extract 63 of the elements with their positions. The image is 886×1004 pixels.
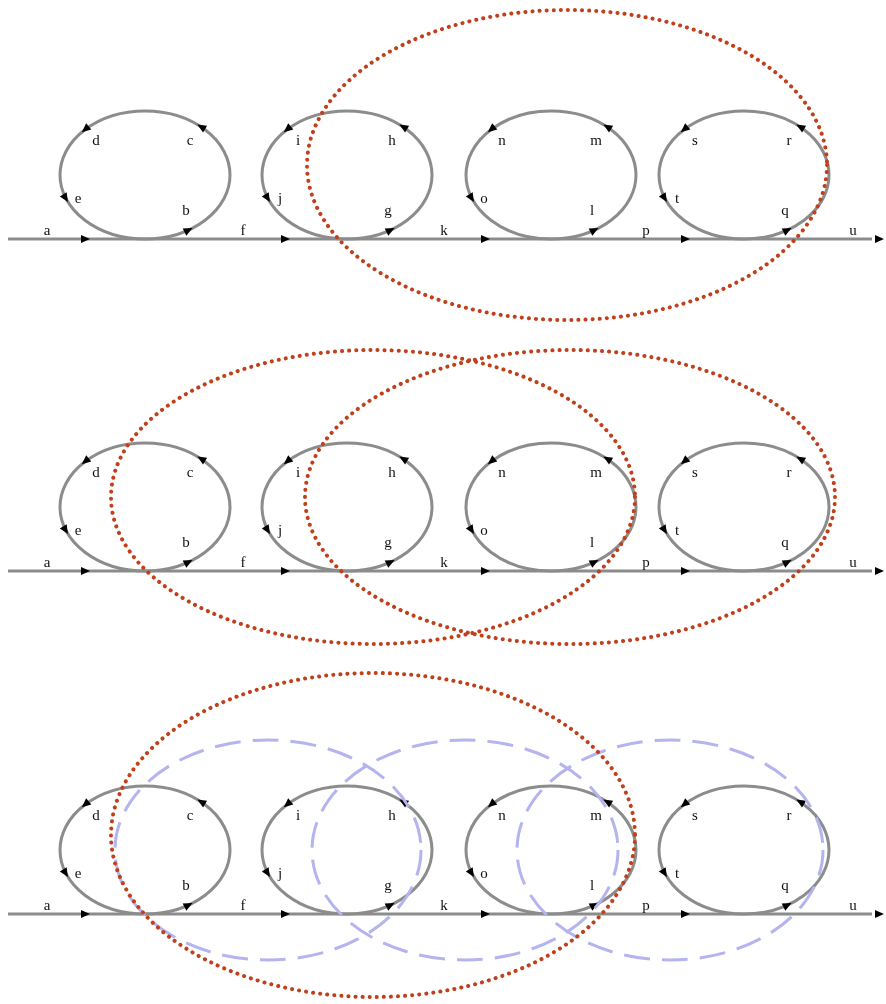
path-label: u [849, 554, 857, 570]
path-label: d [92, 464, 100, 480]
path-label: j [277, 522, 283, 538]
path-label: d [92, 807, 100, 823]
path-label: j [277, 190, 283, 206]
path-label: f [240, 554, 246, 570]
path-label: g [384, 202, 392, 218]
path-label: p [642, 554, 650, 570]
path-label: h [388, 464, 396, 480]
path-label: i [295, 807, 301, 823]
path-label: i [295, 464, 301, 480]
path-label: q [781, 202, 789, 218]
path-label: k [440, 554, 448, 570]
path-label: k [440, 897, 448, 913]
path-label: o [480, 865, 488, 881]
path-label: o [480, 190, 488, 206]
path-label: c [186, 464, 194, 480]
path-label: n [498, 464, 506, 480]
path-label: e [74, 522, 82, 538]
path-label: h [388, 807, 396, 823]
path-label: f [240, 222, 246, 238]
path-label: l [589, 202, 595, 218]
path-label: a [43, 222, 51, 238]
path-label: s [692, 464, 698, 480]
path-label: d [92, 132, 100, 148]
path-label: a [43, 897, 51, 913]
path-label: s [692, 132, 698, 148]
path-label: a [43, 554, 51, 570]
path-label: i [295, 132, 301, 148]
path-label: b [182, 534, 190, 550]
path-label: m [590, 464, 602, 480]
path-label: q [781, 877, 789, 893]
path-label: m [590, 132, 602, 148]
path-label: c [186, 807, 194, 823]
path-label: n [498, 807, 506, 823]
path-label: b [182, 877, 190, 893]
path-label: r [786, 464, 792, 480]
path-label: t [674, 865, 680, 881]
path-label: p [642, 897, 650, 913]
path-label: u [849, 897, 857, 913]
path-label: s [692, 807, 698, 823]
path-label: l [589, 534, 595, 550]
path-label: q [781, 534, 789, 550]
path-label: e [74, 190, 82, 206]
path-label: j [277, 865, 283, 881]
path-label: l [589, 877, 595, 893]
path-label: t [674, 190, 680, 206]
path-label: o [480, 522, 488, 538]
path-label: b [182, 202, 190, 218]
path-label: u [849, 222, 857, 238]
path-label: f [240, 897, 246, 913]
path-label: m [590, 807, 602, 823]
path-label: r [786, 132, 792, 148]
path-label: e [74, 865, 82, 881]
path-label: h [388, 132, 396, 148]
path-label: g [384, 877, 392, 893]
path-label: c [186, 132, 194, 148]
path-label: p [642, 222, 650, 238]
path-label: g [384, 534, 392, 550]
path-label: r [786, 807, 792, 823]
path-label: k [440, 222, 448, 238]
path-label: t [674, 522, 680, 538]
path-label: n [498, 132, 506, 148]
